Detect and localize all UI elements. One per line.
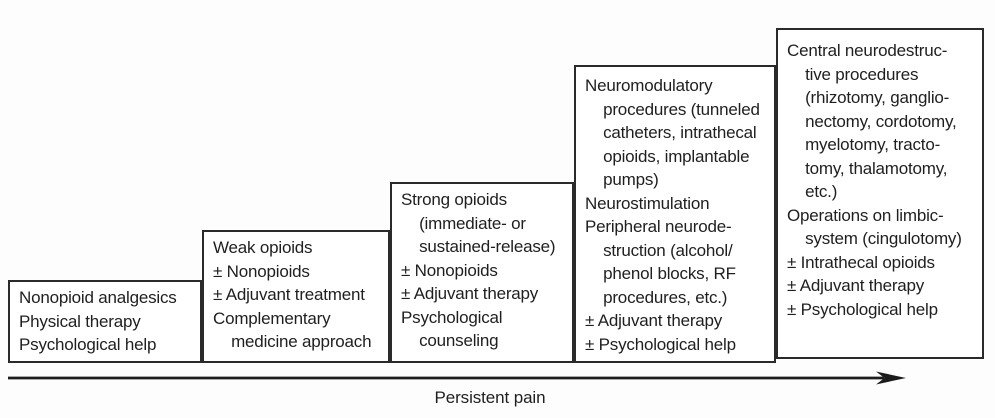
persistent-pain-label: Persistent pain [434, 388, 546, 407]
treatment-step-box-3: Strong opioids (immediate- or sustained-… [390, 182, 574, 363]
treatment-step-box-2: Weak opioids ± Nonopioids ± Adjuvant tre… [202, 230, 390, 363]
treatment-step-text: Central neurodestruc- tive procedures (r… [787, 41, 962, 319]
treatment-step-box-1: Nonopioid analgesics Physical therapy Ps… [8, 280, 202, 363]
treatment-step-text: Strong opioids (immediate- or sustained-… [401, 190, 556, 350]
treatment-step-box-5: Central neurodestruc- tive procedures (r… [776, 28, 984, 359]
treatment-step-box-4: Neuromodulatory procedures (tunneled cat… [574, 65, 776, 363]
persistent-pain-arrow [8, 371, 906, 385]
treatment-step-text: Neuromodulatory procedures (tunneled cat… [585, 76, 760, 354]
arrow-head-icon [876, 371, 906, 385]
treatment-step-text: Weak opioids ± Nonopioids ± Adjuvant tre… [213, 238, 372, 351]
treatment-step-text: Nonopioid analgesics Physical therapy Ps… [19, 288, 177, 354]
